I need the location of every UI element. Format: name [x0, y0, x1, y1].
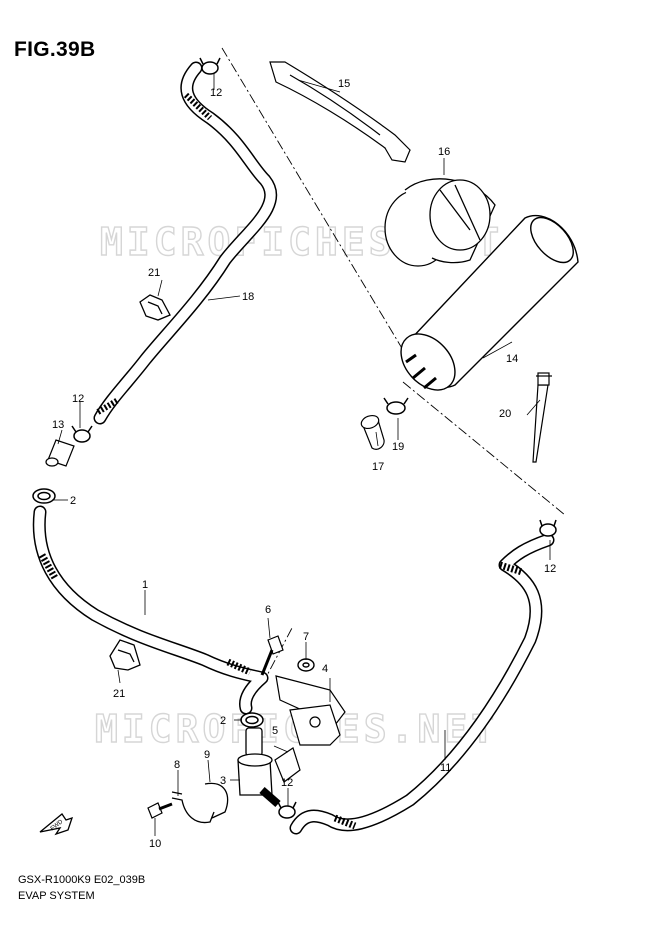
callout-12-left: 12 — [72, 393, 84, 405]
screw-10 — [147, 802, 173, 819]
washer-7 — [297, 658, 315, 672]
callout-12-right: 12 — [544, 563, 556, 575]
figure-title: FIG.39B — [14, 38, 96, 61]
tie-20 — [532, 372, 552, 463]
footer-name: EVAP SYSTEM — [18, 890, 95, 902]
callout-21-bottom: 21 — [113, 688, 125, 700]
callout-10: 10 — [149, 838, 161, 850]
clamp-12-bottom — [277, 801, 297, 819]
clamp-19 — [383, 397, 409, 415]
hose-11 — [289, 533, 555, 835]
callout-2-top: 2 — [70, 495, 76, 507]
callout-12-bottom: 12 — [281, 777, 293, 789]
callout-2-bottom: 2 — [220, 715, 226, 727]
band-9 — [204, 782, 229, 819]
hose-18-rib-top — [183, 92, 213, 121]
clamp-2-bottom — [240, 712, 264, 728]
hose-1 — [32, 505, 269, 715]
valve-3 — [237, 727, 281, 808]
callout-1: 1 — [142, 579, 148, 591]
callout-11: 11 — [440, 762, 451, 774]
callout-14: 14 — [506, 353, 518, 365]
callout-18: 18 — [242, 291, 254, 303]
callout-16: 16 — [438, 146, 450, 158]
hose-1-rib-top — [38, 553, 59, 580]
clip-21-bottom — [109, 639, 141, 671]
callout-8: 8 — [174, 759, 180, 771]
hose-1-rib-bottom — [226, 658, 252, 676]
fwd-arrow-icon: FWD — [39, 813, 74, 836]
joint-13 — [45, 439, 75, 467]
clamp-12-left — [71, 425, 93, 443]
callout-21-top: 21 — [148, 267, 160, 279]
callout-13: 13 — [52, 419, 64, 431]
bracket-16 — [384, 178, 496, 267]
cap-17 — [360, 414, 385, 450]
callout-7: 7 — [303, 631, 309, 643]
callout-4: 4 — [322, 663, 328, 675]
bolt-6 — [260, 635, 284, 676]
hose-11-rib-bottom — [333, 814, 357, 830]
callout-19: 19 — [392, 441, 404, 453]
callout-15: 15 — [338, 78, 350, 90]
clamp-12-top — [199, 57, 221, 75]
clamp-12-right — [539, 519, 557, 537]
callout-9: 9 — [204, 749, 210, 761]
callout-20: 20 — [499, 408, 511, 420]
ref-line-lower — [402, 381, 566, 516]
callout-17: 17 — [372, 461, 384, 473]
ref-line-upper — [221, 47, 413, 366]
clip-21-top — [139, 294, 171, 321]
strap-15 — [269, 61, 411, 163]
clamp-2-top — [32, 488, 56, 504]
bracket-4 — [275, 675, 346, 746]
callout-5: 5 — [272, 725, 278, 737]
ref-line-bolt — [261, 627, 293, 686]
footer-code: GSX-R1000K9 E02_039B — [18, 874, 146, 886]
canister-14 — [400, 214, 579, 391]
callout-12-top: 12 — [210, 87, 222, 99]
callout-6: 6 — [265, 604, 271, 616]
band-8 — [171, 791, 215, 824]
callout-3: 3 — [220, 775, 226, 787]
